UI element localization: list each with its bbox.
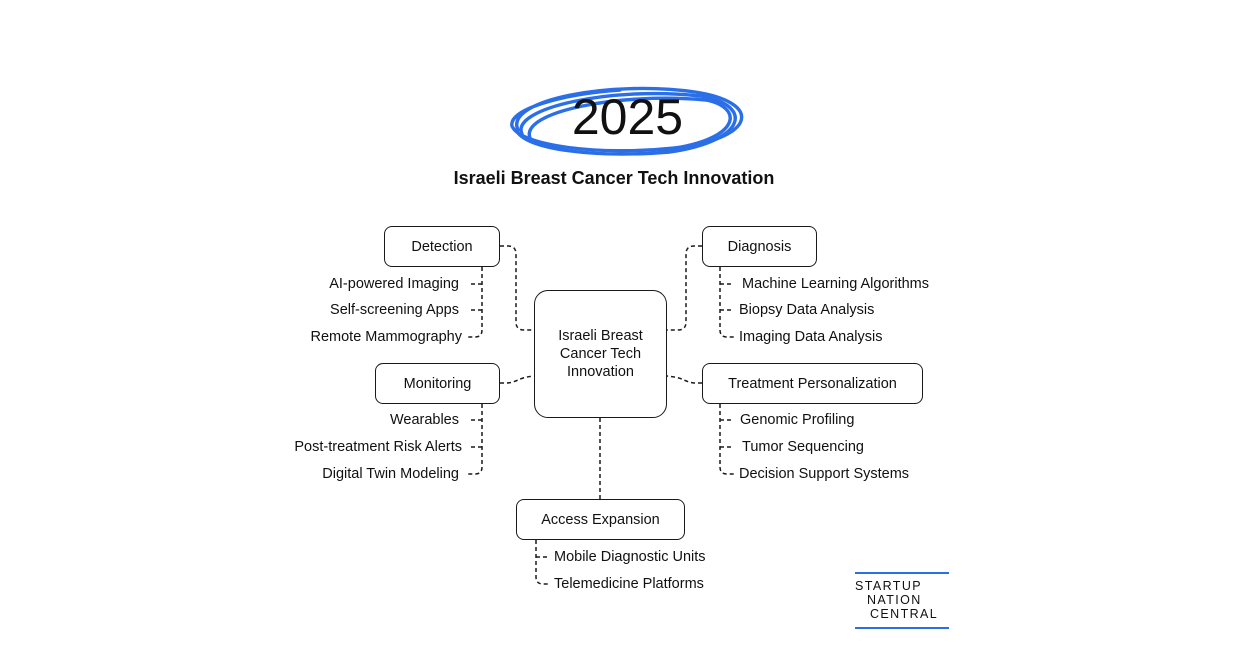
detection-node: Detection [384, 226, 500, 267]
center-label-line-1: Israeli Breast [558, 328, 643, 344]
logo-line-1: STARTUP [855, 579, 922, 593]
access-item: Mobile Diagnostic Units [554, 549, 706, 565]
diagnosis-item: Machine Learning Algorithms [742, 276, 929, 292]
monitoring-item: Digital Twin Modeling [322, 466, 459, 482]
access-expansion-label: Access Expansion [541, 511, 660, 528]
center-label-line-2: Cancer Tech [559, 346, 642, 362]
logo-top-rule [855, 572, 949, 574]
detection-item: AI-powered Imaging [329, 276, 459, 292]
treatment-item: Tumor Sequencing [742, 439, 864, 455]
treatment-personalization-node: Treatment Personalization [702, 363, 923, 404]
monitoring-node: Monitoring [375, 363, 500, 404]
monitoring-label: Monitoring [403, 375, 472, 392]
logo-line-3: CENTRAL [870, 607, 939, 621]
diagnosis-item: Imaging Data Analysis [739, 329, 883, 345]
center-label-line-3: Innovation [567, 364, 634, 380]
diagnosis-label: Diagnosis [727, 238, 792, 255]
logo-bottom-rule [855, 627, 949, 629]
circle-scribble-icon [510, 86, 744, 156]
access-expansion-node: Access Expansion [516, 499, 685, 540]
access-item: Telemedicine Platforms [554, 576, 704, 592]
detection-label: Detection [411, 238, 473, 255]
year-badge: 2025 [500, 78, 755, 158]
logo-line-2: NATION [867, 593, 922, 607]
monitoring-item: Wearables [389, 412, 459, 428]
startup-nation-central-logo: STARTUP NATION CENTRAL [855, 572, 949, 629]
year-label: 2025 [571, 89, 684, 145]
diagnosis-node: Diagnosis [702, 226, 817, 267]
treatment-item: Decision Support Systems [739, 466, 910, 482]
monitoring-item: Post-treatment Risk Alerts [294, 439, 462, 455]
diagnosis-item: Biopsy Data Analysis [739, 302, 875, 318]
center-node: Israeli Breast Cancer Tech Innovation [534, 290, 667, 418]
detection-item: Self-screening Apps [330, 302, 459, 318]
page-title: Israeli Breast Cancer Tech Innovation [453, 168, 775, 188]
treatment-item: Genomic Profiling [740, 412, 855, 428]
treatment-personalization-label: Treatment Personalization [728, 375, 897, 392]
detection-item: Remote Mammography [310, 329, 463, 345]
